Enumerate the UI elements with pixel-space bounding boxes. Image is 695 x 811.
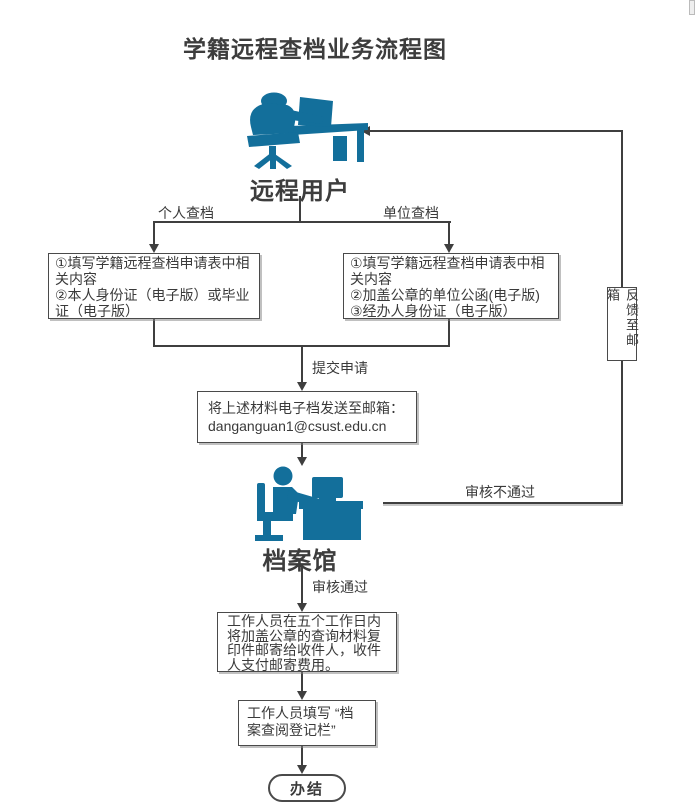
register-box: 工作人员填写 “档案查阅登记栏” [238,700,376,746]
archive-staff-icon [248,466,366,544]
connector-branch-split [153,221,451,223]
arrow-into-mail-box [297,603,307,612]
arrow-into-email-box [297,382,307,391]
done-terminal: 办结 [268,774,346,802]
connector-to-personal-box [153,221,155,245]
approve-label: 审核通过 [312,579,368,595]
arrow-into-archive [297,457,307,466]
feedback-to-mailbox-box: 反馈至邮箱 [605,287,639,361]
page-title: 学籍远程查档业务流程图 [183,36,447,62]
connector-reject [383,502,623,504]
connector-user-stem [299,196,301,223]
scrollbar-fragment [689,0,695,15]
arrow-into-register-box [297,691,307,700]
archive-label: 档案馆 [262,548,338,575]
reject-label: 审核不通过 [465,484,535,500]
person-at-computer-icon [240,92,370,172]
connector-feedback-top [369,130,623,132]
send-email-box: 将上述材料电子档发送至邮箱： danganguan1@csust.edu.cn [197,391,417,443]
arrow-into-remote-user [361,126,370,136]
unit-requirements-box: ①填写学籍远程查档申请表中相关内容 ②加盖公章的单位公函(电子版) ③经办人身份… [343,253,559,319]
arrow-into-unit-box [444,244,454,253]
connector-unit-merge [448,318,450,347]
mail-copy-box: 工作人员在五个工作日内将加盖公章的查询材料复印件邮寄给收件人，收件人支付邮寄费用… [217,612,397,672]
personal-branch-label: 个人查档 [158,205,214,221]
connector-to-unit-box [448,221,450,245]
arrow-into-personal-box [149,244,159,253]
connector-to-done [301,746,303,766]
connector-to-archive [301,443,303,458]
connector-approve [301,566,303,604]
connector-personal-merge [153,319,155,347]
unit-branch-label: 单位查档 [383,205,439,221]
personal-requirements-box: ①填写学籍远程查档申请表中相关内容 ②本人身份证（电子版）或毕业证（电子版） [48,253,260,319]
connector-to-register [301,672,303,692]
submit-label: 提交申请 [312,360,368,376]
arrow-into-done [297,765,307,774]
connector-submit [301,345,303,383]
